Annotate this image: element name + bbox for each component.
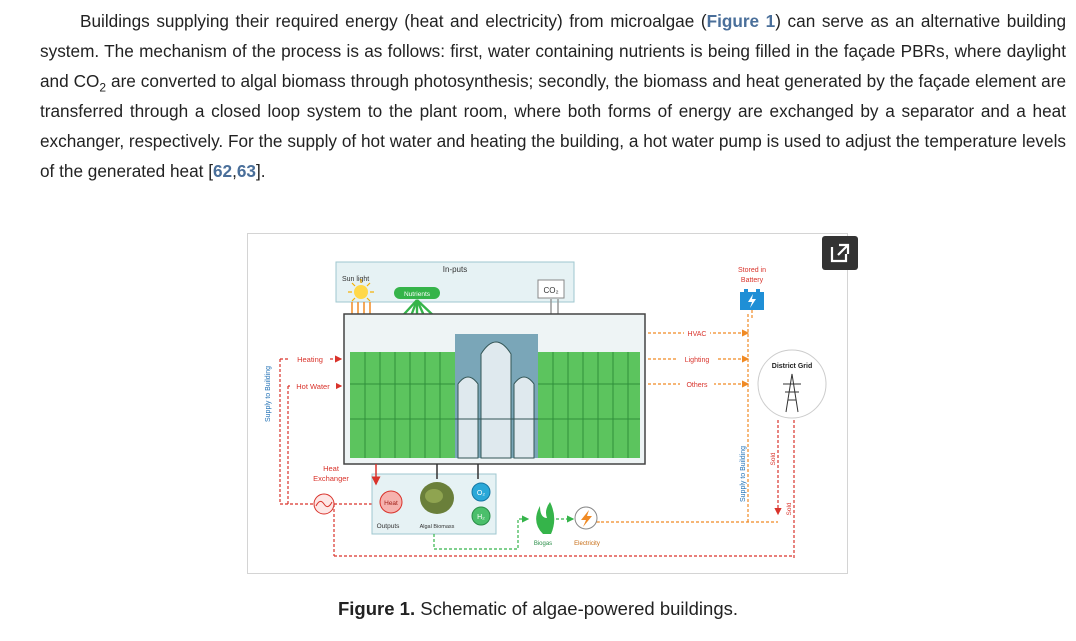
nutrients-badge bbox=[394, 287, 440, 299]
figure-1-link[interactable]: Figure 1 bbox=[706, 11, 776, 31]
o2-label: O₂ bbox=[477, 490, 485, 497]
facade-pbr-panels bbox=[350, 352, 640, 458]
figure-1-image[interactable]: In-puts Sun light Nutrients CO₂ bbox=[247, 233, 848, 574]
heat-exchanger-label-1: Heat bbox=[323, 464, 340, 473]
subscript-2: 2 bbox=[99, 80, 107, 95]
electricity-label: Electricity bbox=[574, 541, 600, 547]
battery-label: Battery bbox=[741, 277, 764, 284]
expand-icon bbox=[830, 243, 850, 263]
reference-62-link[interactable]: 62 bbox=[212, 161, 233, 181]
heat-exchanger-icon bbox=[313, 493, 335, 515]
paragraph-text: are converted to algal biomass through p… bbox=[40, 71, 1067, 181]
others-label: Others bbox=[686, 382, 708, 389]
supply-to-building-right-label: Supply to Building bbox=[740, 446, 747, 502]
co2-label: CO₂ bbox=[543, 286, 558, 295]
algae-building-schematic: In-puts Sun light Nutrients CO₂ bbox=[265, 261, 827, 559]
sun-icon bbox=[348, 279, 374, 302]
inputs-box bbox=[335, 261, 575, 303]
battery-icon bbox=[740, 289, 764, 310]
o2-circle bbox=[471, 482, 491, 502]
sold-label-1: Sold bbox=[770, 452, 777, 465]
supply-to-building-left-label: Supply to Building bbox=[265, 366, 272, 422]
h2-circle bbox=[471, 506, 491, 526]
reference-63-link[interactable]: 63 bbox=[236, 161, 256, 181]
algal-biomass-label: Algal Biomass bbox=[420, 524, 455, 530]
heat-output-label: Heat bbox=[384, 500, 398, 507]
caption-text: Schematic of algae-powered buildings. bbox=[415, 598, 739, 619]
hvac-label: HVAC bbox=[688, 331, 707, 338]
heating-label: Heating bbox=[297, 355, 323, 364]
lighting-label: Lighting bbox=[685, 357, 710, 364]
nutrients-label: Nutrients bbox=[404, 291, 431, 298]
co2-box bbox=[537, 279, 565, 299]
electricity-icon bbox=[574, 506, 598, 530]
outputs-label: Outputs bbox=[377, 523, 401, 530]
hot-water-label: Hot Water bbox=[296, 382, 330, 391]
paragraph-text: Buildings supplying their required energ… bbox=[80, 11, 707, 31]
stored-in-label: Stored in bbox=[738, 267, 766, 274]
paragraph-text: ]. bbox=[256, 161, 266, 181]
power-tower-icon bbox=[783, 373, 801, 413]
sold-label-2: Sold bbox=[786, 502, 793, 515]
sunlight-label: Sun light bbox=[342, 276, 369, 283]
h2-label: H₂ bbox=[477, 514, 485, 521]
inputs-label: In-puts bbox=[443, 265, 467, 274]
figure-caption: Figure 1. Schematic of algae-powered bui… bbox=[0, 598, 1076, 620]
paragraph-text: ) can serve as an alternative building s… bbox=[40, 11, 1067, 91]
expand-figure-button[interactable] bbox=[822, 236, 858, 270]
heat-exchanger-label-2: Exchanger bbox=[313, 474, 349, 483]
biogas-label: Biogas bbox=[534, 541, 552, 547]
body-paragraph: Buildings supplying their required energ… bbox=[40, 6, 1066, 186]
heat-output-circle bbox=[379, 490, 403, 514]
facade-center-arches bbox=[455, 334, 538, 459]
biogas-flame-icon bbox=[536, 502, 555, 534]
district-grid-label: District Grid bbox=[772, 363, 812, 370]
algal-biomass-icon bbox=[420, 482, 454, 514]
reference-separator: , bbox=[232, 161, 237, 181]
caption-label: Figure 1. bbox=[337, 598, 416, 619]
